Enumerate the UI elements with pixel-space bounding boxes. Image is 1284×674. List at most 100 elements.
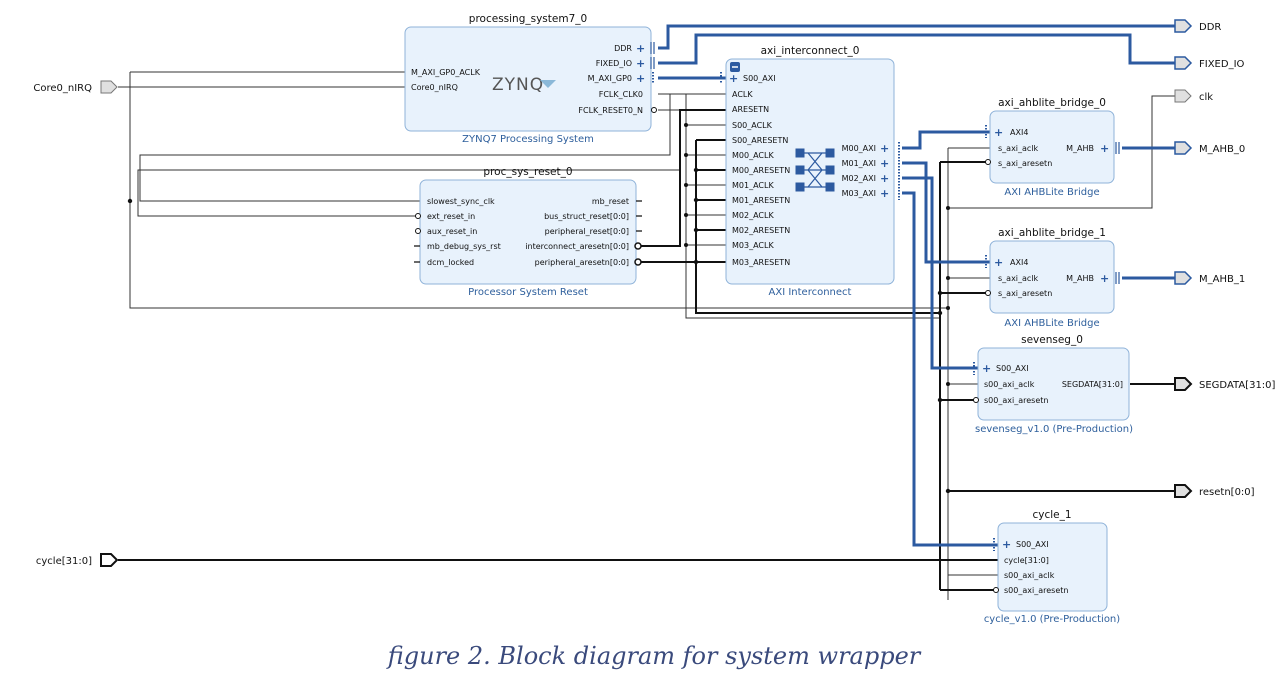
expand-plus-icon[interactable]: + — [880, 187, 889, 200]
port-label: mb_debug_sys_rst — [427, 242, 501, 251]
port-label: S00_AXI — [1016, 540, 1049, 549]
port-label: aux_reset_in — [427, 227, 477, 236]
external-port-m-ahb-0[interactable]: M_AHB_0 — [1174, 141, 1245, 155]
port-label: FCLK_CLK0 — [599, 90, 643, 99]
output-port-icon — [1174, 484, 1193, 498]
port-label: S00_ACLK — [732, 121, 773, 130]
block-axi-ahblite-bridge-1[interactable]: axi_ahblite_bridge_1 + AXI4 s_axi_aclk s… — [985, 227, 1120, 329]
wire-clk-vertical — [685, 94, 940, 319]
expand-plus-icon[interactable]: + — [1002, 538, 1011, 551]
active-low-pin-icon — [415, 228, 421, 234]
external-port-cycle[interactable]: cycle[31:0] — [36, 553, 119, 567]
active-low-pin-icon — [985, 159, 991, 165]
external-port-segdata[interactable]: SEGDATA[31:0] — [1174, 377, 1276, 391]
port-label: M01_ACLK — [732, 181, 774, 190]
wires — [118, 71, 1175, 600]
block-body — [989, 240, 1115, 314]
block-title: axi_ahblite_bridge_0 — [998, 97, 1106, 109]
block-body — [404, 26, 652, 132]
port-label: Core0_nIRQ — [33, 83, 92, 94]
port-label: M_AHB — [1066, 274, 1094, 283]
port-label: M01_ARESETN — [732, 196, 790, 205]
expand-plus-icon[interactable]: + — [1100, 272, 1109, 285]
port-label: M02_AXI — [842, 174, 876, 183]
port-label: cycle[31:0] — [36, 556, 92, 567]
expand-plus-icon[interactable]: + — [994, 256, 1003, 269]
external-port-clk[interactable]: clk — [1174, 89, 1213, 103]
active-low-pin-icon — [993, 587, 999, 593]
block-subtitle: cycle_v1.0 (Pre-Production) — [984, 614, 1120, 625]
block-proc-sys-reset[interactable]: proc_sys_reset_0 slowest_sync_clk ext_re… — [414, 166, 642, 298]
block-axi-interconnect[interactable]: axi_interconnect_0 + S00_AXI ACLK ARESET… — [720, 45, 900, 298]
bus-ddr — [658, 24, 1175, 50]
port-label: S00_AXI — [743, 74, 776, 83]
port-label: AXI4 — [1010, 258, 1028, 267]
block-subtitle: ZYNQ7 Processing System — [462, 134, 594, 145]
output-port-icon — [1174, 377, 1193, 391]
block-title: cycle_1 — [1032, 509, 1071, 521]
port-label: M00_ARESETN — [732, 166, 790, 175]
expand-plus-icon[interactable]: + — [636, 42, 645, 55]
port-label: FIXED_IO — [1199, 59, 1245, 70]
port-label: DDR — [614, 44, 632, 53]
port-label: M00_ACLK — [732, 151, 774, 160]
port-label: s00_axi_aresetn — [984, 396, 1048, 405]
port-label: s00_axi_aresetn — [1004, 586, 1068, 595]
port-label: ARESETN — [732, 105, 769, 114]
port-label: S00_AXI — [996, 364, 1029, 373]
expand-plus-icon[interactable]: + — [982, 362, 991, 375]
external-port-ddr[interactable]: DDR — [1174, 19, 1221, 33]
port-label: M_AHB_1 — [1199, 274, 1245, 285]
port-label: M03_AXI — [842, 189, 876, 198]
wire-interconnect-aresetn — [640, 109, 726, 247]
port-label: s_axi_aclk — [998, 144, 1039, 153]
port-label: peripheral_reset[0:0] — [545, 227, 629, 236]
wire-aresetn-interconnect — [696, 139, 726, 263]
external-port-m-ahb-1[interactable]: M_AHB_1 — [1174, 271, 1245, 285]
expand-plus-icon[interactable]: + — [1100, 142, 1109, 155]
port-label: s_axi_aresetn — [998, 159, 1052, 168]
port-label: s_axi_aresetn — [998, 289, 1052, 298]
block-cycle[interactable]: cycle_1 + S00_AXI cycle[31:0] s00_axi_ac… — [984, 509, 1120, 625]
port-label: M02_ARESETN — [732, 226, 790, 235]
zynq-logo-mark-icon — [540, 80, 556, 88]
crossbar-icon — [795, 148, 835, 192]
external-port-core0-nirq[interactable]: Core0_nIRQ — [33, 80, 118, 94]
bus-connector-icon — [1115, 272, 1120, 284]
expand-plus-icon[interactable]: + — [729, 72, 738, 85]
block-subtitle: AXI AHBLite Bridge — [1004, 187, 1099, 198]
port-label: M_AXI_GP0 — [588, 74, 632, 83]
port-label: M_AHB — [1066, 144, 1094, 153]
port-label: M02_ACLK — [732, 211, 774, 220]
block-processing-system[interactable]: processing_system7_0 M_AXI_GP0_ACLK Core… — [404, 13, 657, 145]
block-sevenseg[interactable]: sevenseg_0 + S00_AXI s00_axi_aclk s00_ax… — [973, 334, 1134, 435]
expand-plus-icon[interactable]: + — [880, 142, 889, 155]
active-low-pin-icon — [634, 242, 642, 250]
block-body — [977, 347, 1130, 421]
active-low-pin-icon — [985, 290, 991, 296]
port-label: resetn[0:0] — [1199, 487, 1255, 498]
output-port-icon — [1174, 141, 1193, 155]
input-port-icon — [100, 80, 118, 94]
expand-plus-icon[interactable]: + — [880, 157, 889, 170]
block-title: processing_system7_0 — [469, 13, 587, 25]
block-title: axi_interconnect_0 — [761, 45, 860, 57]
port-label: SEGDATA[31:0] — [1199, 380, 1276, 391]
expand-plus-icon[interactable]: + — [636, 72, 645, 85]
wire-clk-interconnect — [686, 124, 726, 246]
port-label: s00_axi_aclk — [984, 380, 1035, 389]
port-label: mb_reset — [592, 197, 629, 206]
external-port-fixed-io[interactable]: FIXED_IO — [1174, 56, 1245, 70]
block-axi-ahblite-bridge-0[interactable]: axi_ahblite_bridge_0 + AXI4 s_axi_aclk s… — [985, 97, 1120, 198]
external-port-resetn[interactable]: resetn[0:0] — [1174, 484, 1255, 498]
expand-plus-icon[interactable]: + — [994, 126, 1003, 139]
block-body — [997, 522, 1108, 612]
port-label: dcm_locked — [427, 258, 474, 267]
expand-plus-icon[interactable]: + — [880, 172, 889, 185]
port-label: FCLK_RESET0_N — [578, 106, 643, 115]
active-low-pin-icon — [973, 397, 979, 403]
expand-plus-icon[interactable]: + — [636, 57, 645, 70]
output-port-icon — [1174, 89, 1192, 103]
port-label: s_axi_aclk — [998, 274, 1039, 283]
